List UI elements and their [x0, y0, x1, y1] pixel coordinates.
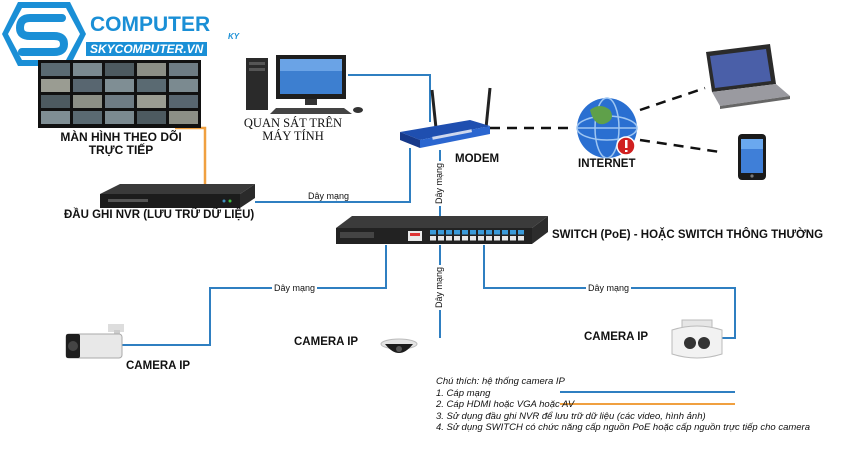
cable-label-modem-switch: Dây mạng	[434, 160, 444, 206]
cable-label-switch-cam-mid: Dây mạng	[434, 264, 444, 310]
brand-logo-icon	[2, 2, 86, 66]
switch-icon	[336, 216, 548, 244]
camera-mid-label: CAMERA IP	[294, 336, 359, 348]
cable-label-nvr-modem: Dây mạng	[306, 191, 352, 201]
camera-right-label: CAMERA IP	[584, 331, 649, 343]
nvr-icon	[100, 184, 255, 208]
cable-switch-cam-left	[120, 245, 387, 346]
link-internet-laptop	[639, 86, 706, 112]
phone-icon	[738, 134, 766, 180]
link-internet-phone	[639, 138, 721, 154]
nvr-label: ĐẦU GHI NVR (LƯU TRỮ DỮ LIỆU)	[64, 209, 255, 221]
monitor-wall-label: MÀN HÌNH THEO DÕI TRỰC TIẾP	[46, 131, 196, 157]
monitor-wall-label-text: MÀN HÌNH THEO DÕI TRỰC TIẾP	[60, 130, 182, 157]
pc-label-text: QUAN SÁT TRÊN MÁY TÍNH	[243, 116, 343, 143]
internet-globe-icon	[576, 97, 638, 159]
legend-item-4: 4. Sử dụng SWITCH có chức năng cấp nguồn…	[436, 422, 810, 433]
monitor-wall-icon	[38, 60, 201, 128]
legend-item-1: 1. Cáp mạng	[436, 387, 491, 399]
legend: Chú thích: hệ thống camera IP 1. Cáp mạn…	[436, 376, 836, 434]
brand-suffix: KY	[228, 32, 240, 41]
camera-left-label: CAMERA IP	[126, 360, 191, 372]
laptop-icon	[706, 44, 790, 109]
legend-item-2: 2. Cáp HDMI hoặc VGA hoặc AV	[436, 399, 575, 410]
brand-name: COMPUTER	[90, 13, 211, 36]
cable-switch-cam-right	[483, 245, 736, 339]
pc-icon	[246, 55, 363, 114]
cable-pc-modem	[348, 74, 431, 122]
camera-mid-icon	[380, 338, 418, 353]
wireless-links	[490, 86, 721, 154]
modem-icon	[400, 87, 492, 148]
legend-title: Chú thích: hệ thống camera IP	[436, 376, 565, 387]
cable-label-switch-cam-left: Dây mạng	[272, 283, 318, 293]
camera-right-icon	[671, 319, 723, 359]
cable-nvr-modem	[255, 148, 411, 203]
switch-label: SWITCH (PoE) - HOẶC SWITCH THÔNG THƯỜNG	[552, 229, 824, 241]
legend-item-3: 3. Sử dụng đầu ghi NVR để lưu trữ dữ liệ…	[436, 410, 706, 422]
modem-label: MODEM	[455, 153, 500, 165]
brand-site: SKYCOMPUTER.VN	[86, 42, 208, 56]
pc-label: QUAN SÁT TRÊN MÁY TÍNH	[228, 117, 358, 143]
cable-label-switch-cam-right: Dây mạng	[586, 283, 632, 293]
camera-left-icon	[65, 324, 124, 359]
internet-label: INTERNET	[578, 158, 636, 170]
